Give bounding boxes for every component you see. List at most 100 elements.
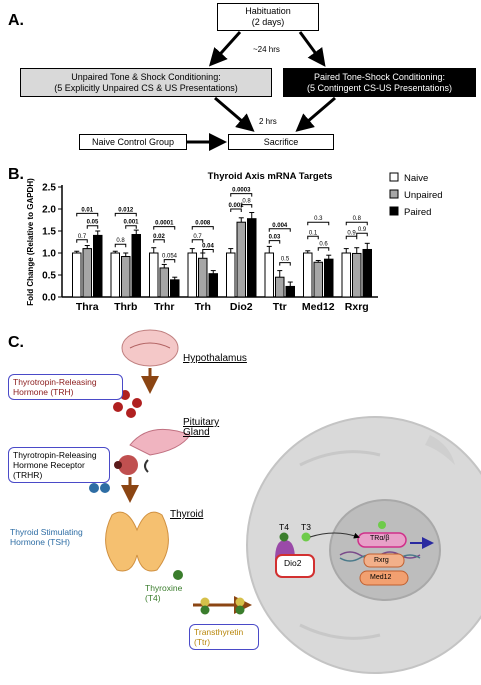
bar — [324, 258, 334, 298]
arrow-habituation-unpaired — [208, 30, 242, 67]
bar — [264, 252, 274, 298]
p-value-label: 0.3 — [314, 216, 323, 222]
tra-label: TRα/β — [370, 535, 390, 542]
significance-bracket — [153, 239, 165, 243]
bar — [93, 234, 103, 298]
p-value-label: 0.8 — [242, 199, 251, 205]
legend-swatch — [389, 189, 399, 199]
dio2-box — [275, 554, 315, 578]
legend-label: Naive — [404, 173, 428, 184]
significance-bracket — [345, 235, 358, 240]
p-value-label: 0.7 — [78, 234, 87, 240]
y-tick-label: 1.0 — [42, 249, 56, 260]
p-value-label: 0.9 — [358, 227, 367, 233]
t3-cell-icon — [301, 532, 311, 542]
med12-protein — [359, 570, 409, 586]
x-tick-label: Thrb — [114, 301, 137, 313]
tsh-line2: Hormone (TSH) — [10, 537, 70, 547]
med12-label: Med12 — [370, 574, 392, 581]
mrna-bar-chart: Thyroid Axis mRNA Targets Fold Change (R… — [26, 171, 443, 313]
p-value-label: 0.5 — [281, 257, 290, 263]
y-tick-label: 2.5 — [42, 183, 56, 194]
paired-box: Paired Tone-Shock Conditioning: (5 Conti… — [283, 68, 476, 97]
panel-a-arrows — [187, 30, 336, 151]
unpaired-box: Unpaired Tone & Shock Conditioning: (5 E… — [20, 68, 272, 97]
bar — [208, 273, 218, 298]
thyroxine-label: Thyroxine (T4) — [145, 583, 182, 603]
arrow-unpaired-sacrifice — [214, 96, 255, 132]
legend-swatch — [389, 206, 399, 216]
thyroxine-line2: (T4) — [145, 593, 161, 603]
significance-bracket — [230, 208, 242, 212]
bar — [170, 279, 180, 298]
bar — [313, 261, 323, 298]
panel-b-label: B. — [8, 166, 24, 183]
significance-bracket — [191, 239, 204, 243]
significance-bracket — [268, 240, 281, 244]
trhr-line3: (TRHR) — [13, 470, 43, 480]
tsh-dot-icon — [89, 483, 99, 493]
significance-bracket — [356, 232, 368, 237]
bar — [303, 252, 313, 298]
p-value-label: 0.001 — [123, 220, 139, 226]
bar — [341, 252, 351, 298]
interval-24h: ~24 hrs — [253, 45, 280, 54]
legend-label: Unpaired — [404, 190, 443, 201]
p-value-label: 0.8 — [353, 216, 362, 222]
arrow-habituation-paired — [298, 31, 326, 67]
ttr-line1: Transthyretin — [194, 627, 244, 637]
legend-label: Paired — [404, 207, 431, 218]
pituitary-lobe — [118, 455, 138, 475]
significance-bracket — [345, 221, 368, 226]
receptor-c-icon — [144, 459, 149, 473]
y-tick-label: 1.5 — [42, 227, 56, 238]
mitochondrion-shape — [425, 435, 455, 465]
paired-title: Paired Tone-Shock Conditioning: — [314, 71, 445, 82]
trh-box: Thyrotropin-Releasing Hormone (TRH) — [8, 374, 123, 400]
significance-bracket — [114, 243, 127, 248]
significance-bracket — [153, 226, 176, 230]
x-tick-label: Med12 — [302, 301, 335, 313]
thyroid-gland-icon — [105, 511, 169, 572]
significance-bracket — [76, 239, 88, 243]
trh-line1: Thyrotropin-Releasing — [13, 377, 97, 387]
habituation-duration: (2 days) — [251, 17, 285, 27]
nucleus — [329, 499, 441, 601]
ttr-t4-dot-icon — [200, 605, 210, 615]
thyroid-label: Thyroid — [170, 509, 204, 520]
pituitary-label: Pituitary Gland — [183, 418, 219, 438]
er-shape — [299, 450, 381, 467]
p-value-label: 0.9 — [347, 230, 356, 236]
p-value-label: 0.01 — [81, 207, 93, 213]
interval-2h: 2 hrs — [259, 117, 277, 126]
hypothalamus-label: Hypothalamus — [183, 353, 247, 364]
y-tick-label: 2.0 — [42, 205, 56, 216]
chart-y-axis-label: Fold Change (Relative to GAPDH) — [26, 178, 35, 306]
significance-bracket — [125, 225, 137, 229]
tsh-line1: Thyroid Stimulating — [10, 527, 83, 537]
x-tick-label: Rxrg — [345, 301, 369, 313]
p-value-label: 0.8 — [116, 238, 125, 244]
tsh-dot-icon — [100, 483, 110, 493]
habituation-box: Habituation (2 days) — [217, 3, 319, 31]
pituitary-gland-icon — [129, 428, 191, 456]
significance-bracket — [86, 225, 99, 229]
sacrifice-box: Sacrifice — [228, 134, 334, 150]
p-value-label: 0.012 — [118, 207, 134, 213]
trhr-receptor-icon — [114, 461, 122, 469]
pituitary-line1: Pituitary — [183, 417, 220, 428]
significance-bracket — [191, 226, 214, 230]
p-value-label: 0.04 — [202, 243, 214, 249]
x-tick-label: Dio2 — [230, 301, 253, 313]
panel-a-label: A. — [8, 12, 24, 29]
x-tick-label: Ttr — [273, 301, 287, 313]
bar — [362, 248, 372, 298]
bar — [226, 252, 236, 298]
x-tick-label: Trh — [195, 301, 211, 313]
tra-receptor — [357, 532, 407, 548]
ttr-dot-icon — [200, 597, 210, 607]
rxrg-label: Rxrg — [374, 557, 389, 564]
brain-fold — [129, 342, 171, 349]
